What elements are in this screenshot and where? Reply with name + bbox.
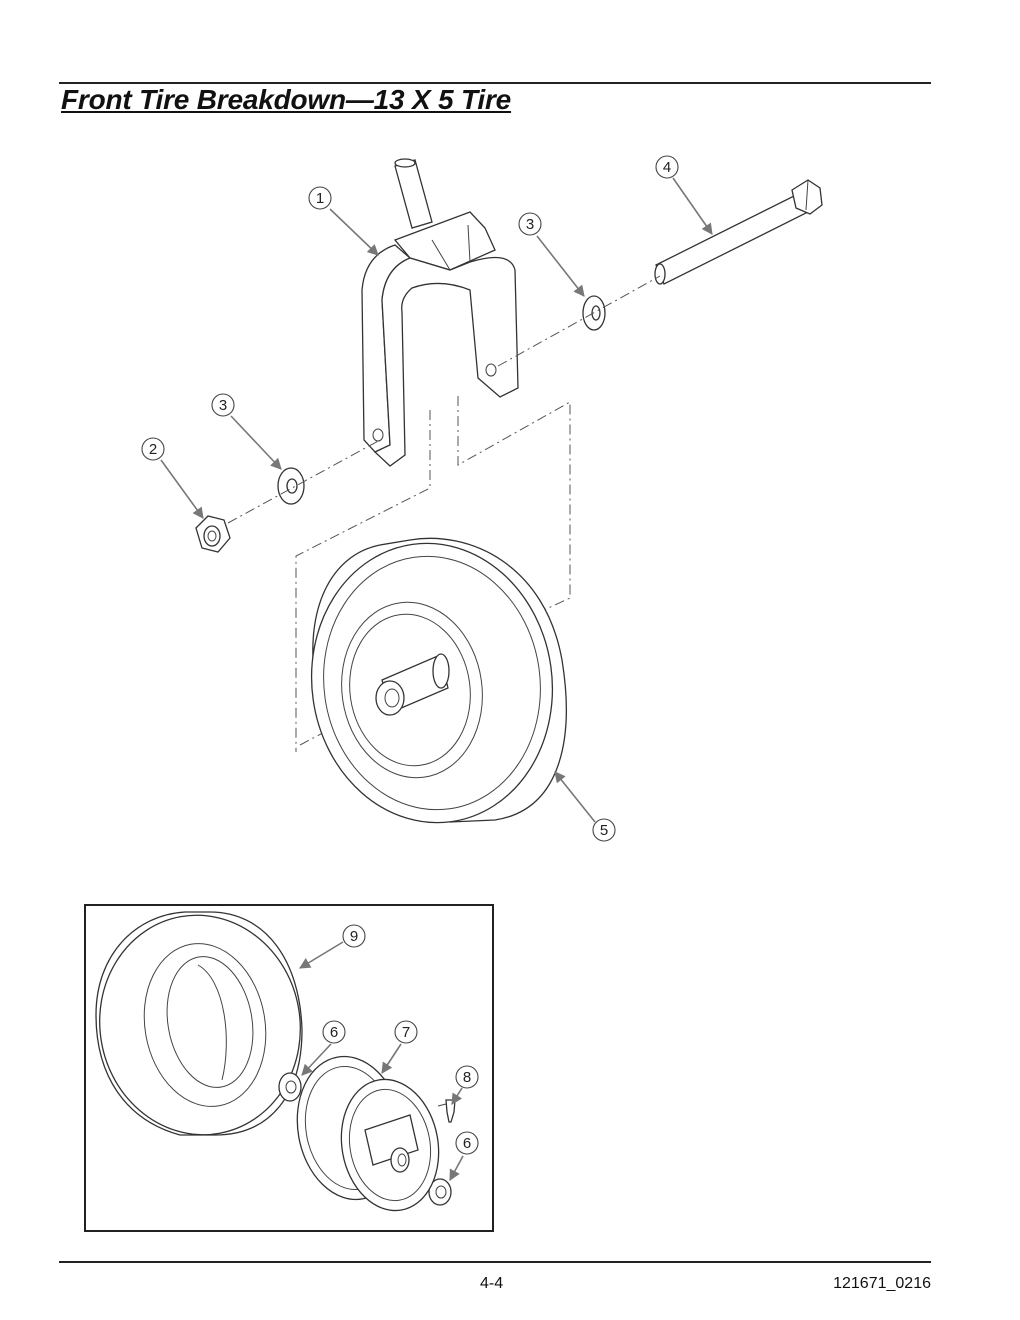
callout-3-right: 3 [518, 212, 542, 236]
callout-3-right-label: 3 [526, 216, 534, 233]
callout-8-label: 8 [463, 1069, 471, 1086]
assembly-envelope [295, 396, 571, 752]
callout-6-left-label: 6 [330, 1024, 338, 1041]
callout-2: 2 [141, 437, 165, 461]
callout-6-left: 6 [322, 1020, 346, 1044]
callout-7: 7 [394, 1020, 418, 1044]
page-title: Front Tire Breakdown—13 X 5 Tire [61, 84, 512, 115]
leader-lines [160, 177, 713, 1181]
callout-4: 4 [655, 155, 679, 179]
page-number: 4-4 [480, 1275, 504, 1292]
callout-5-label: 5 [600, 822, 608, 839]
callout-9-label: 9 [350, 928, 358, 945]
callout-6-right: 6 [455, 1131, 479, 1155]
callout-6-right-label: 6 [463, 1135, 471, 1152]
bolt-part [654, 179, 823, 285]
callout-1-label: 1 [316, 190, 324, 207]
rim-part [296, 1055, 440, 1212]
callout-8: 8 [455, 1065, 479, 1089]
header-rule [59, 82, 931, 84]
bearing-part-right [428, 1178, 452, 1206]
tire-part [95, 911, 303, 1136]
callout-4-label: 4 [663, 159, 671, 176]
callout-7-label: 7 [402, 1024, 410, 1041]
callout-9: 9 [342, 924, 366, 948]
footer-rule [59, 1261, 931, 1263]
callout-3-left: 3 [211, 393, 235, 417]
fork-part [361, 158, 519, 467]
washer-part-left [277, 467, 305, 505]
callout-2-label: 2 [149, 441, 157, 458]
bearing-part-left [278, 1072, 302, 1102]
document-number: 121671_0216 [833, 1275, 931, 1292]
inset-frame [84, 904, 494, 1232]
callout-3-left-label: 3 [219, 397, 227, 414]
callout-5: 5 [592, 818, 616, 842]
wheel-assembly-part [310, 537, 567, 824]
locknut-part [195, 515, 231, 553]
callout-1: 1 [308, 186, 332, 210]
